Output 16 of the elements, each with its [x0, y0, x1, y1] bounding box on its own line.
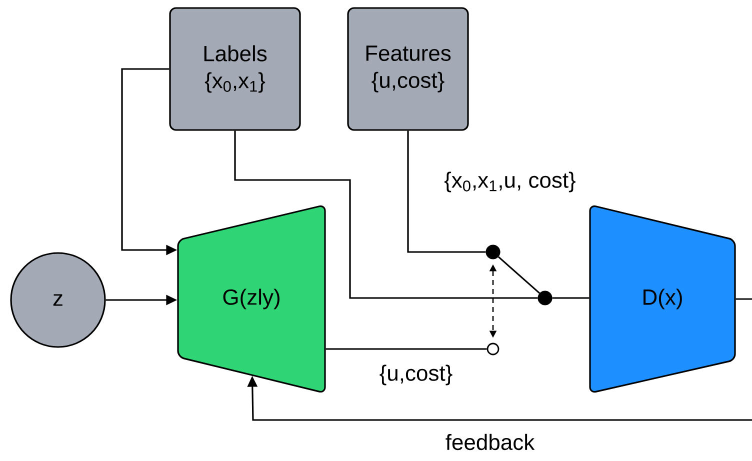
edge-label: feedback [444, 432, 536, 452]
edge-label: {u,cost} [378, 364, 454, 386]
connector-line [234, 130, 538, 299]
connector-line [736, 298, 752, 300]
junction-dot [486, 244, 500, 260]
connector-line [552, 297, 590, 299]
junction-dot [538, 290, 552, 306]
discriminator-trapezoid: D(x) [589, 205, 736, 393]
open-terminal [486, 342, 500, 356]
connector-line [407, 130, 486, 253]
connector-line [326, 348, 487, 350]
connector-line [498, 256, 540, 294]
edge-label: {x$_{0}$,x$_{1}$,u, cost} [443, 170, 577, 194]
input-box: Labels {x$_{0}$,x$_{1}$} [169, 7, 301, 131]
generator-trapezoid: G(zly) [177, 205, 326, 393]
input-box: Features {u,cost} [347, 7, 469, 131]
